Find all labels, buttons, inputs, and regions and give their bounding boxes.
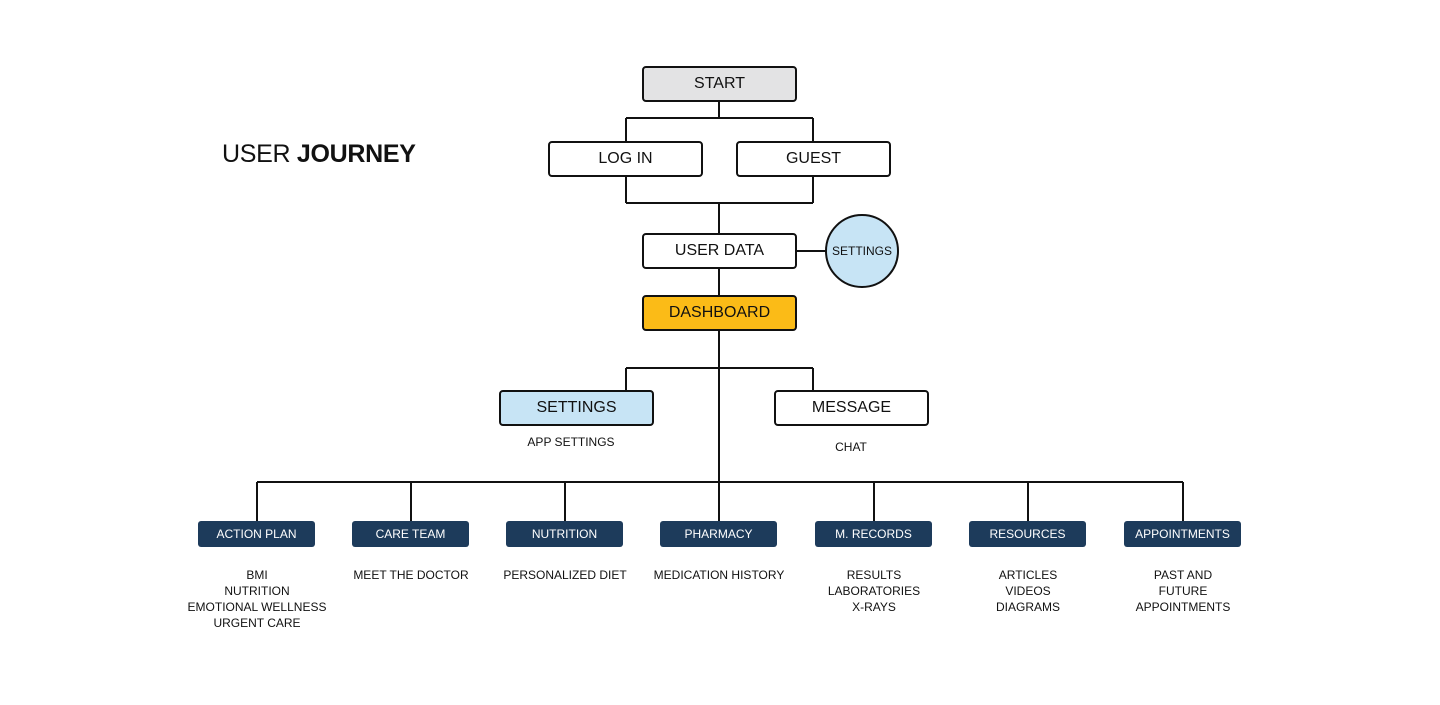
list-item: DIAGRAMS <box>995 600 1060 614</box>
nutrition-items: PERSONALIZED DIET <box>485 567 645 583</box>
guest-node: GUEST <box>736 141 891 177</box>
settings-node: SETTINGS <box>499 390 654 426</box>
message-caption: CHAT <box>835 440 867 454</box>
list-item: NUTRITION <box>224 584 290 598</box>
list-item: PAST AND <box>1153 568 1213 582</box>
message-node: MESSAGE <box>774 390 929 426</box>
list-item: RESULTS <box>846 568 902 582</box>
pharmacy-items: MEDICATION HISTORY <box>639 567 799 583</box>
resources-items: ARTICLES VIDEOS DIAGRAMS <box>948 567 1108 615</box>
list-item: APPOINTMENTS <box>1135 600 1231 614</box>
list-item: X-RAYS <box>852 600 896 614</box>
login-node: LOG IN <box>548 141 703 177</box>
section-resources: RESOURCES <box>969 521 1086 547</box>
section-nutrition: NUTRITION <box>506 521 623 547</box>
settings-caption: APP SETTINGS <box>527 435 615 449</box>
list-item: PERSONALIZED DIET <box>503 568 627 582</box>
list-item: MEDICATION HISTORY <box>653 568 785 582</box>
section-appointments: APPOINTMENTS <box>1124 521 1241 547</box>
appointments-items: PAST AND FUTURE APPOINTMENTS <box>1103 567 1263 615</box>
list-item: URGENT CARE <box>213 616 301 630</box>
list-item: VIDEOS <box>1005 584 1051 598</box>
list-item: FUTURE <box>1158 584 1208 598</box>
start-node: START <box>642 66 797 102</box>
care-team-items: MEET THE DOCTOR <box>331 567 491 583</box>
list-item: BMI <box>246 568 268 582</box>
title-emphasis: JOURNEY <box>296 140 416 168</box>
list-item: MEET THE DOCTOR <box>353 568 469 582</box>
action-plan-items: BMI NUTRITION EMOTIONAL WELLNESS URGENT … <box>177 567 337 631</box>
section-medical-records: M. RECORDS <box>815 521 932 547</box>
list-item: LABORATORIES <box>827 584 921 598</box>
diagram-title: USER JOURNEY <box>222 140 416 169</box>
list-item: EMOTIONAL WELLNESS <box>187 600 327 614</box>
section-care-team: CARE TEAM <box>352 521 469 547</box>
user-data-node: USER DATA <box>642 233 797 269</box>
medical-records-items: RESULTS LABORATORIES X-RAYS <box>794 567 954 615</box>
section-pharmacy: PHARMACY <box>660 521 777 547</box>
settings-circle-node: SETTINGS <box>825 214 899 288</box>
section-action-plan: ACTION PLAN <box>198 521 315 547</box>
dashboard-node: DASHBOARD <box>642 295 797 331</box>
list-item: ARTICLES <box>998 568 1058 582</box>
title-prefix: USER <box>222 140 291 168</box>
